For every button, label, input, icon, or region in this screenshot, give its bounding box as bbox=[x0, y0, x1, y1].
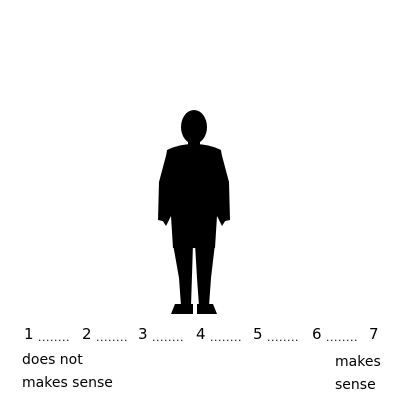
right-anchor-line2: sense bbox=[335, 377, 376, 393]
scale-separator: ........ bbox=[38, 331, 70, 344]
scale-point-3[interactable]: 3 bbox=[138, 325, 148, 343]
scale-point-2[interactable]: 2 bbox=[82, 325, 92, 343]
rating-scale: 1 ........ 2 ........ 3 ........ 4 .....… bbox=[20, 325, 380, 347]
scale-point-4[interactable]: 4 bbox=[196, 325, 206, 343]
scale-point-5[interactable]: 5 bbox=[253, 325, 263, 343]
left-anchor-line2: makes sense bbox=[22, 375, 113, 391]
scale-separator: ........ bbox=[267, 331, 299, 344]
scale-separator: ........ bbox=[96, 331, 128, 344]
scale-point-1[interactable]: 1 bbox=[24, 325, 34, 343]
scale-point-6[interactable]: 6 bbox=[312, 325, 322, 343]
left-anchor-line1: does not bbox=[22, 352, 83, 368]
left-anchor-label: does not makes sense bbox=[22, 349, 113, 395]
scale-point-7[interactable]: 7 bbox=[369, 325, 379, 343]
right-anchor-label: makes sense bbox=[335, 351, 381, 397]
right-anchor-line1: makes bbox=[335, 354, 381, 370]
person-silhouette-icon bbox=[155, 108, 233, 318]
scale-separator: ........ bbox=[326, 331, 358, 344]
scale-separator: ........ bbox=[210, 331, 242, 344]
scale-separator: ........ bbox=[152, 331, 184, 344]
